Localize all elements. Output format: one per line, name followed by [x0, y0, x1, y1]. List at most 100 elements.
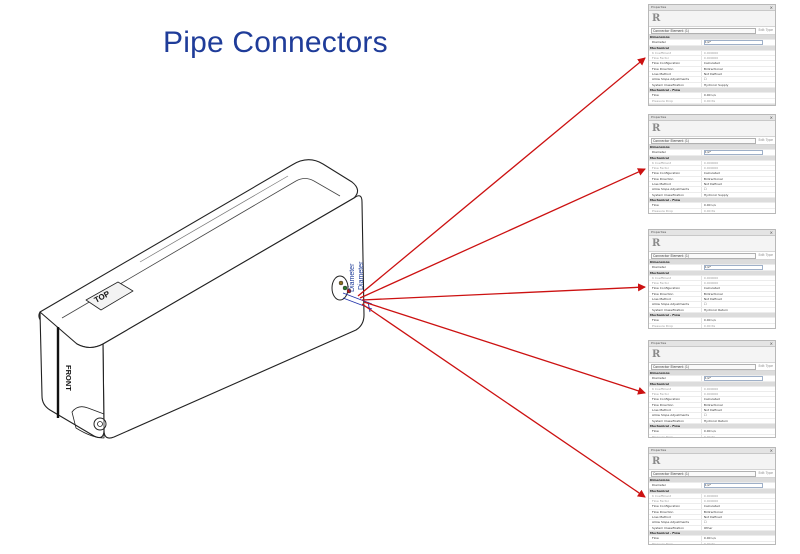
property-value: 0.000000 [703, 275, 719, 280]
property-value: Other [703, 525, 713, 530]
property-name: K Coefficient [649, 493, 702, 499]
close-icon[interactable]: × [769, 448, 773, 453]
property-value: 0.00 L/s [703, 536, 716, 541]
property-value-input[interactable]: 1/2" [703, 376, 763, 381]
connector-diameter-label-2: Diameter [358, 261, 365, 290]
edit-type-button[interactable]: Edit Type [758, 28, 773, 32]
property-value: Bidirectional [703, 291, 723, 296]
property-row: Allow Slope Adjustments☐ [649, 187, 775, 193]
property-value: ☐ [703, 187, 707, 192]
edit-type-button[interactable]: Edit Type [758, 253, 773, 257]
property-name: Allow Slope Adjustments [649, 77, 702, 82]
property-value[interactable]: 1/2" [702, 265, 775, 270]
type-selector-dropdown[interactable]: Connector Element (1) [651, 137, 757, 144]
property-section-header[interactable]: Mechanical - Flow [649, 530, 775, 537]
panel-header[interactable]: Properties× [649, 115, 775, 121]
property-value: 0.000000 [703, 56, 719, 61]
property-value-input[interactable]: 1/2" [703, 265, 763, 270]
property-section-header[interactable]: Mechanical - Flow [649, 197, 775, 204]
property-value: 0.00 L/s [703, 203, 716, 208]
property-value-input[interactable]: 1/2" [703, 150, 763, 155]
property-name: Mechanical - Flow [650, 530, 681, 535]
property-section-header[interactable]: Dimensions [649, 478, 775, 484]
property-section-header[interactable]: Mechanical [649, 381, 775, 387]
property-value[interactable]: 1/2" [702, 40, 775, 45]
panel-header[interactable]: Properties × [649, 230, 775, 236]
type-selector-dropdown[interactable]: Connector Element (1) [651, 27, 757, 34]
property-value: Hydronic Return [703, 307, 729, 312]
panel-logo-area: R [649, 236, 775, 252]
property-value: 0.000000 [703, 50, 719, 55]
type-selector-dropdown[interactable]: Connector Element (1) [651, 363, 757, 370]
property-name: Mechanical - Flow [650, 87, 681, 92]
property-name: Pressure Drop [649, 98, 702, 103]
property-section-header[interactable]: Identity Data [649, 103, 775, 105]
property-name: Flow Factor [649, 499, 702, 504]
arrow-to-panel-5 [361, 303, 646, 498]
edit-type-button[interactable]: Edit Type [758, 138, 773, 142]
property-value: 0.00 Pa [703, 208, 716, 213]
property-value: 0.000000 [703, 392, 719, 397]
close-icon[interactable]: × [769, 5, 773, 10]
property-section-header[interactable]: Mechanical [649, 488, 775, 494]
close-icon[interactable]: × [769, 230, 773, 235]
property-value: 0.00 L/s [703, 429, 716, 434]
close-icon[interactable]: × [769, 115, 773, 120]
property-name: Dimensions [650, 260, 670, 264]
front-label: FRONT [64, 365, 73, 391]
type-selector-row: Connector Element (1)Edit Type [649, 27, 775, 35]
property-name: Allow Slope Adjustments [649, 187, 702, 192]
property-value: Not Defined [703, 408, 722, 413]
property-name: Diameter [649, 150, 702, 155]
property-name: Flow [649, 93, 702, 98]
property-name: Flow Factor [649, 281, 702, 286]
property-value: Calculated [703, 171, 720, 176]
property-value: 0.000000 [703, 281, 719, 286]
equipment-unit[interactable] [38, 159, 365, 439]
panel-header[interactable]: Properties× [649, 5, 775, 11]
panel-header-title: Properties [651, 230, 667, 234]
property-name: Flow [649, 203, 702, 208]
property-name: Mechanical [650, 270, 669, 275]
property-section-header[interactable]: Dimensions [649, 35, 775, 41]
property-section-header[interactable]: Mechanical [649, 45, 775, 51]
property-value-input[interactable]: 1/2" [703, 483, 763, 488]
property-section-header[interactable]: Dimensions [649, 260, 775, 266]
property-value[interactable]: 1/2" [702, 150, 775, 155]
property-name: System Classification [649, 82, 702, 87]
property-section-header[interactable]: Mechanical [649, 155, 775, 161]
property-value: 0.000000 [703, 499, 719, 504]
type-selector-dropdown[interactable]: Connector Element (1) [651, 470, 757, 477]
property-section-header[interactable]: Mechanical - Flow [649, 423, 775, 430]
property-value[interactable]: 1/2" [702, 376, 775, 381]
property-section-header[interactable]: Mechanical [649, 270, 775, 276]
panel-header[interactable]: Properties× [649, 448, 775, 454]
property-value: Hydronic Supply [703, 82, 729, 87]
property-value: 0.00 Pa [703, 541, 716, 545]
property-section-header[interactable]: Dimensions [649, 145, 775, 151]
type-selector-dropdown[interactable]: Connector Element (1) [651, 252, 757, 259]
close-icon[interactable]: × [769, 341, 773, 346]
property-section-header[interactable]: Dimensions [649, 371, 775, 377]
property-section-header[interactable]: Mechanical - Flow [649, 312, 775, 319]
edit-type-button[interactable]: Edit Type [758, 471, 773, 475]
property-name: Dimensions [650, 478, 670, 482]
property-section-header[interactable]: Mechanical - Flow [649, 87, 775, 94]
property-value[interactable]: 1/2" [702, 483, 775, 488]
property-value-input[interactable]: 1/2" [703, 40, 763, 45]
edit-type-button[interactable]: Edit Type [758, 364, 773, 368]
arrow-to-panel-1 [357, 57, 646, 297]
panel-header[interactable]: Properties× [649, 341, 775, 347]
